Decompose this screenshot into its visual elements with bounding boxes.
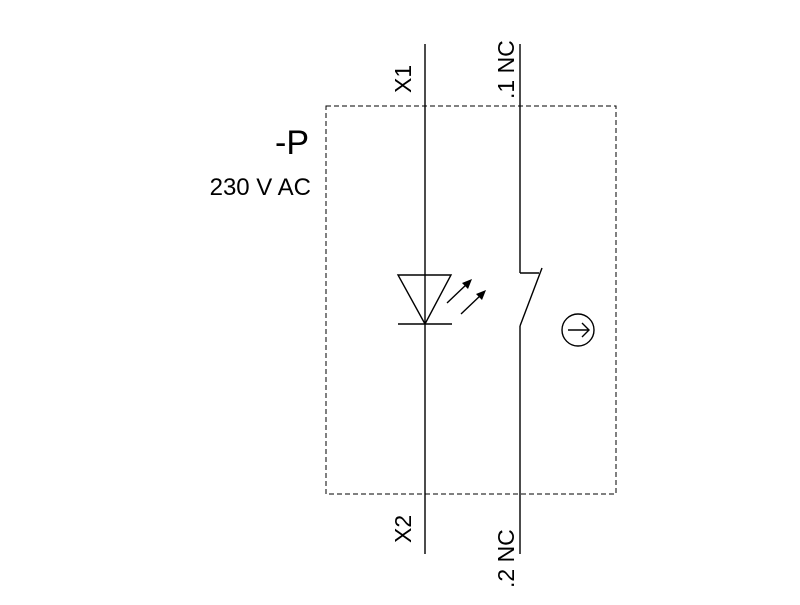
device-reference: -P [275,124,309,162]
circled-arrow-icon [561,313,595,347]
terminal-x1-label: X1 [390,65,416,93]
terminal-x2-label: X2 [390,515,416,543]
led-diode-icon [396,274,453,326]
nc-contact-icon [519,44,543,554]
device-enclosure [325,105,617,495]
terminal-2nc-label: .2 NC [493,529,519,588]
device-rating: 230 V AC [210,174,311,201]
terminal-1nc-label: .1 NC [493,40,519,99]
light-emission-arrows-icon [446,279,486,315]
